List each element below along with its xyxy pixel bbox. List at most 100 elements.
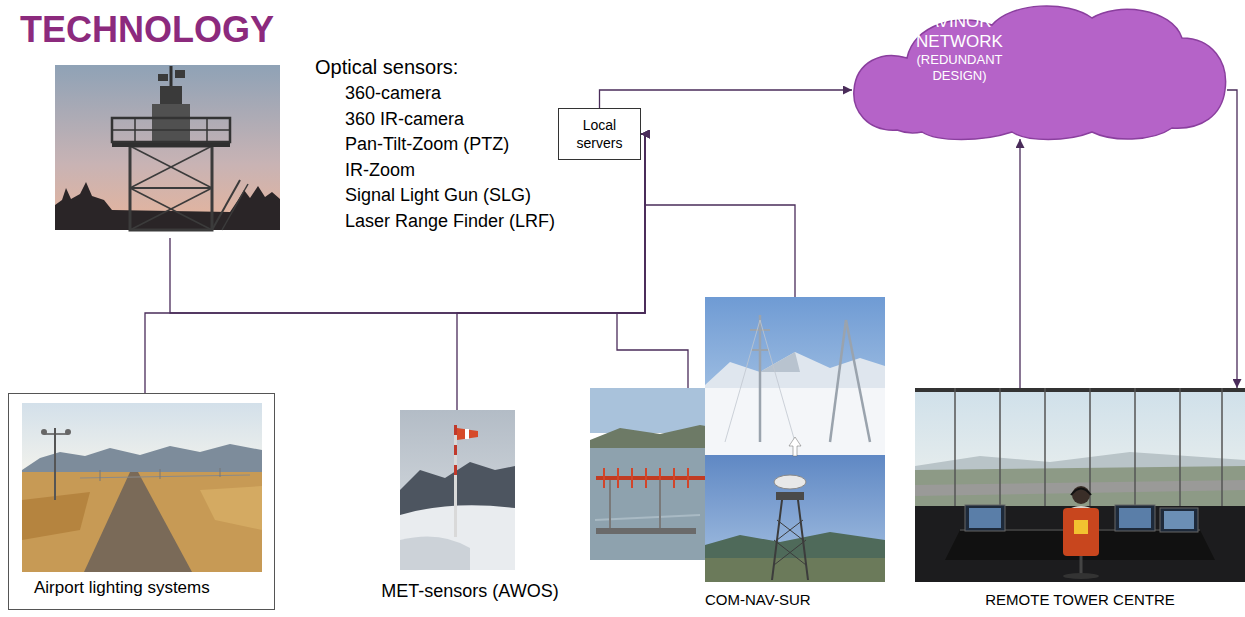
com-nav-sur-photos-part bbox=[750, 329, 770, 331]
com-nav-sur-photos-part bbox=[759, 315, 762, 442]
com-nav-sur-photos-part bbox=[596, 528, 696, 534]
remote-tower-photo-part bbox=[1063, 573, 1099, 579]
node-text: REMOTE TOWER CENTRE bbox=[985, 591, 1174, 609]
tower-photo-part bbox=[158, 74, 168, 81]
connector bbox=[1227, 90, 1237, 388]
com-nav-sur-photos-part bbox=[645, 468, 647, 488]
com-nav-sur-photos-part bbox=[705, 455, 885, 582]
connector bbox=[617, 134, 688, 388]
remote-tower-photo bbox=[915, 388, 1245, 582]
met-sensor-photo-part bbox=[400, 505, 515, 570]
com-nav-sur-photos-part bbox=[659, 480, 661, 530]
tower-photo-part bbox=[55, 65, 280, 230]
remote-tower-photo-part bbox=[1160, 508, 1198, 532]
com-nav-sur-photos-part bbox=[789, 437, 801, 456]
photo-card: MET-sensors (AWOS) bbox=[370, 410, 570, 605]
met-sensor-photo-part bbox=[454, 425, 457, 537]
com-nav-sur-photos-part bbox=[609, 480, 611, 530]
lighting-photo-part bbox=[41, 429, 47, 435]
node-text: AVINOR NETWORK bbox=[902, 12, 1017, 52]
network-cloud: AVINOR NETWORK(REDUNDANT DESIGN) bbox=[852, 0, 1227, 142]
tower-photo-part bbox=[130, 146, 212, 188]
met-sensor-photo-part bbox=[400, 410, 515, 570]
met-sensor-photo bbox=[400, 410, 515, 570]
node-text: (REDUNDANT DESIGN) bbox=[902, 52, 1017, 84]
com-nav-sur-photos-part bbox=[777, 520, 803, 540]
remote-tower-photo-part bbox=[1089, 388, 1091, 506]
photo-card: COM-NAV-SUR bbox=[590, 297, 886, 611]
tower-photo-part bbox=[112, 118, 230, 142]
tower-photo-part bbox=[206, 118, 208, 142]
lighting-photo-part bbox=[80, 475, 250, 478]
remote-tower-photo-part bbox=[915, 388, 1245, 506]
remote-tower-photo-part bbox=[1179, 388, 1181, 506]
com-nav-sur-photos-part bbox=[774, 540, 806, 565]
remote-tower-photo-part bbox=[1164, 511, 1194, 529]
node-text: COM-NAV-SUR bbox=[705, 591, 811, 609]
com-nav-sur-photos-part bbox=[774, 540, 806, 565]
cloud-outline bbox=[852, 0, 1227, 142]
remote-tower-photo-part bbox=[1119, 508, 1151, 528]
remote-tower-photo-part bbox=[915, 388, 1245, 582]
tower-photo-part bbox=[222, 184, 248, 230]
com-nav-sur-photos-part bbox=[760, 320, 795, 442]
met-sensor-photo-part bbox=[454, 465, 457, 475]
com-nav-sur-photos-part bbox=[673, 468, 675, 488]
lighting-photo-part bbox=[65, 429, 71, 435]
node-text: 360-camera bbox=[345, 81, 441, 107]
com-nav-sur-photos-part bbox=[687, 468, 689, 488]
node-text: Signal Light Gun (SLG) bbox=[345, 183, 531, 209]
tower-photo-part bbox=[112, 129, 230, 131]
connector bbox=[170, 134, 645, 313]
remote-tower-photo-part bbox=[1134, 388, 1136, 506]
tower-photo-part bbox=[130, 188, 212, 230]
com-nav-sur-photos-part bbox=[774, 475, 806, 489]
tower-photo bbox=[55, 65, 280, 230]
met-sensor-photo-part bbox=[400, 536, 470, 570]
remote-tower-photo-part bbox=[1072, 486, 1090, 504]
connector bbox=[457, 134, 645, 410]
photo-box: Airport lighting systems bbox=[8, 393, 275, 610]
tower-photo-part bbox=[130, 187, 212, 189]
title-box: TECHNOLOGY bbox=[20, 8, 274, 52]
com-nav-sur-photos bbox=[590, 297, 885, 582]
server-box: Local servers bbox=[558, 108, 641, 160]
node-text: Local servers bbox=[563, 116, 636, 152]
remote-tower-photo-part bbox=[1221, 388, 1223, 506]
lighting-photo-part bbox=[22, 472, 262, 572]
remote-tower-photo-part bbox=[965, 505, 1005, 531]
remote-tower-photo-part bbox=[1044, 388, 1046, 506]
node-text: IR-Zoom bbox=[345, 158, 415, 184]
remote-tower-photo-part bbox=[915, 466, 1245, 506]
com-nav-sur-photos-part bbox=[752, 349, 768, 351]
remote-tower-photo-part bbox=[1074, 520, 1088, 534]
remote-tower-photo-part bbox=[1115, 505, 1155, 531]
page-title: TECHNOLOGY bbox=[20, 8, 274, 52]
com-nav-sur-photos-part bbox=[705, 388, 885, 455]
tower-photo-part bbox=[170, 66, 173, 86]
connector bbox=[145, 134, 645, 393]
tower-photo-part bbox=[130, 188, 212, 230]
lighting-photo-part bbox=[54, 428, 56, 500]
lighting-photo-part bbox=[22, 444, 262, 475]
node-text: Optical sensors: bbox=[315, 53, 458, 81]
node-text: 360 IR-camera bbox=[345, 107, 464, 133]
remote-tower-photo-part bbox=[969, 508, 1001, 528]
tower-photo-part bbox=[160, 86, 182, 104]
remote-tower-photo-part bbox=[1071, 489, 1091, 496]
com-nav-sur-photos-part bbox=[603, 468, 605, 488]
tower-photo-part bbox=[130, 146, 212, 230]
connector bbox=[1019, 139, 1020, 388]
lighting-photo-part bbox=[84, 472, 192, 572]
com-nav-sur-photos-part bbox=[725, 320, 760, 442]
com-nav-sur-photos-part bbox=[830, 320, 846, 442]
node-text: MET-sensors (AWOS) bbox=[381, 580, 558, 602]
com-nav-sur-photos-part bbox=[776, 492, 804, 500]
met-sensor-photo-part bbox=[454, 445, 457, 455]
lighting-photo-part bbox=[44, 433, 68, 435]
met-sensor-photo-part bbox=[457, 428, 478, 440]
node-text: Laser Range Finder (LRF) bbox=[345, 209, 555, 235]
connector bbox=[641, 134, 795, 297]
remote-tower-photo-part bbox=[1063, 508, 1099, 556]
